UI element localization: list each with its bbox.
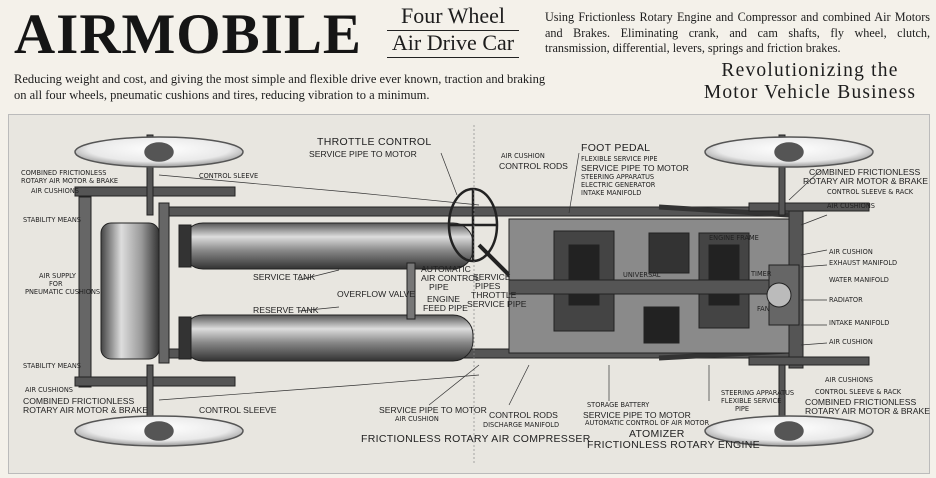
label-electric-generator: ELECTRIC GENERATOR xyxy=(581,181,656,189)
label-storage-battery: STORAGE BATTERY xyxy=(587,401,650,409)
label-exhaust-manifold: EXHAUST MANIFOLD xyxy=(829,259,898,267)
label-steering-apparatus-bottom-3: PIPE xyxy=(735,405,750,413)
label-intake-manifold-r: INTAKE MANIFOLD xyxy=(829,319,890,327)
label-air-cushions-bl: AIR CUSHIONS xyxy=(25,386,73,394)
wheels xyxy=(74,136,874,447)
revolution-slogan: Revolutionizing the Motor Vehicle Busine… xyxy=(690,60,930,104)
label-service-pipes-4: SERVICE PIPE xyxy=(467,299,527,309)
label-universal: UNIVERSAL xyxy=(623,271,661,279)
label-fan: FAN xyxy=(757,305,770,313)
label-air-cushion-bottom: AIR CUSHION xyxy=(395,415,439,423)
label-air-cushions-tr: AIR CUSHIONS xyxy=(827,202,875,210)
label-air-supply-2: FOR xyxy=(49,280,63,288)
storage-tanks xyxy=(178,222,474,362)
label-engine-frame: ENGINE FRAME xyxy=(709,234,759,242)
label-reserve-tank: RESERVE TANK xyxy=(253,305,319,315)
label-air-cushion-r: AIR CUSHION xyxy=(829,248,873,256)
label-air-supply-1: AIR SUPPLY xyxy=(39,272,76,280)
label-control-sleeve-tl: CONTROL SLEEVE xyxy=(199,172,259,180)
label-air-cushion-r2: AIR CUSHION xyxy=(829,338,873,346)
label-control-rods-top: CONTROL RODS xyxy=(499,161,568,171)
overflow-valve-pipe xyxy=(406,262,416,320)
label-combined-brake-bl-2: ROTARY AIR MOTOR & BRAKE xyxy=(23,405,148,415)
label-combined-brake-tl-1: COMBINED FRICTIONLESS xyxy=(21,169,107,177)
label-air-cushion-top: AIR CUSHION xyxy=(501,152,545,160)
label-radiator: RADIATOR xyxy=(829,296,863,304)
reducing-line-1: Reducing weight and cost, and giving the… xyxy=(14,72,546,86)
label-steering-apparatus-bottom-2: FLEXIBLE SERVICE xyxy=(721,397,782,405)
label-service-pipes-3: THROTTLE xyxy=(471,290,517,300)
revolution-line-2: Motor Vehicle Business xyxy=(703,82,917,103)
label-engine-feed-pipe-1: ENGINE xyxy=(427,294,460,304)
label-combined-brake-br-2: ROTARY AIR MOTOR & BRAKE xyxy=(805,406,930,416)
label-automatic-control: AUTOMATIC CONTROL OF AIR MOTOR xyxy=(585,419,710,427)
subtitle-line-1: Four Wheel xyxy=(400,3,506,28)
label-atomizer: ATOMIZER xyxy=(629,428,685,440)
ad-subtitle: Four Wheel Air Drive Car xyxy=(380,4,526,58)
label-automatic-air-control-2: AIR CONTROL xyxy=(421,273,480,283)
label-combined-brake-br-1: COMBINED FRICTIONLESS xyxy=(805,397,917,407)
label-service-pipes-2: PIPES xyxy=(475,281,501,291)
label-air-supply-3: PNEUMATIC CUSHIONS xyxy=(25,288,101,296)
label-frictionless-rotary-engine: FRICTIONLESS ROTARY ENGINE xyxy=(587,439,760,451)
revolution-line-1: Revolutionizing the xyxy=(721,60,899,81)
label-automatic-air-control-1: AUTOMATIC xyxy=(421,264,471,274)
chassis-drawing xyxy=(74,125,874,465)
label-frictionless-rotary-compressor: FRICTIONLESS ROTARY AIR COMPRESSER xyxy=(361,433,591,445)
label-combined-brake-bl-1: COMBINED FRICTIONLESS xyxy=(23,396,135,406)
label-stability-means-bottom: STABILITY MEANS xyxy=(23,362,81,370)
subtitle-rule xyxy=(387,57,519,58)
label-foot-pedal: FOOT PEDAL xyxy=(581,142,651,154)
label-throttle-control: THROTTLE CONTROL xyxy=(317,136,432,148)
ad-title: AIRMOBILE xyxy=(14,3,362,66)
label-air-cushions-br: AIR CUSHIONS xyxy=(825,376,873,384)
intro-paragraph: Using Frictionless Rotary Engine and Com… xyxy=(545,10,930,55)
reducing-line-2: on all four wheels, pneumatic cushions a… xyxy=(14,87,430,102)
label-water-manifold: WATER MANIFOLD xyxy=(829,276,889,284)
label-intake-manifold-top: INTAKE MANIFOLD xyxy=(581,189,642,197)
label-engine-feed-pipe-2: FEED PIPE xyxy=(423,303,468,313)
reducing-paragraph: Reducing weight and cost, and giving the… xyxy=(14,72,684,103)
label-service-pipe-fp: SERVICE PIPE TO MOTOR xyxy=(581,163,689,173)
engine-block xyxy=(508,218,800,354)
label-combined-brake-tr-2: ROTARY AIR MOTOR & BRAKE xyxy=(803,176,928,186)
leader-lines xyxy=(158,125,828,465)
label-service-pipes-1: SERVICE xyxy=(473,272,511,282)
label-steering-apparatus-top: STEERING APPARATUS xyxy=(581,173,655,181)
label-control-sleeve-rack-br: CONTROL SLEEVE & RACK xyxy=(815,388,902,396)
label-control-sleeve-rack-tr: CONTROL SLEEVE & RACK xyxy=(827,188,914,196)
label-control-sleeve-bl: CONTROL SLEEVE xyxy=(199,405,277,415)
label-combined-brake-tl-2: ROTARY AIR MOTOR & BRAKE xyxy=(21,177,119,185)
subtitle-line-2: Air Drive Car xyxy=(387,30,519,55)
label-control-rods-bottom: CONTROL RODS xyxy=(489,410,558,420)
label-service-pipe-bottom: SERVICE PIPE TO MOTOR xyxy=(379,405,487,415)
label-service-pipe-b2: SERVICE PIPE TO MOTOR xyxy=(583,410,691,420)
label-combined-brake-tr-1: COMBINED FRICTIONLESS xyxy=(809,167,921,177)
label-air-cushions-tl: AIR CUSHIONS xyxy=(31,187,79,195)
label-overflow-valve: OVERFLOW VALVE xyxy=(337,289,415,299)
label-service-pipe-top: SERVICE PIPE TO MOTOR xyxy=(309,149,417,159)
chassis-diagram: THROTTLE CONTROL SERVICE PIPE TO MOTOR C… xyxy=(8,114,930,474)
label-timer: TIMER xyxy=(751,270,772,278)
label-stability-means-top: STABILITY MEANS xyxy=(23,216,81,224)
label-automatic-air-control-3: PIPE xyxy=(429,282,449,292)
air-supply-tank xyxy=(100,222,160,360)
label-discharge-manifold: DISCHARGE MANIFOLD xyxy=(483,421,560,429)
label-flexible-service-pipe: FLEXIBLE SERVICE PIPE xyxy=(581,155,658,163)
label-service-tank: SERVICE TANK xyxy=(253,272,316,282)
label-steering-apparatus-bottom-1: STEERING APPARATUS xyxy=(721,389,795,397)
